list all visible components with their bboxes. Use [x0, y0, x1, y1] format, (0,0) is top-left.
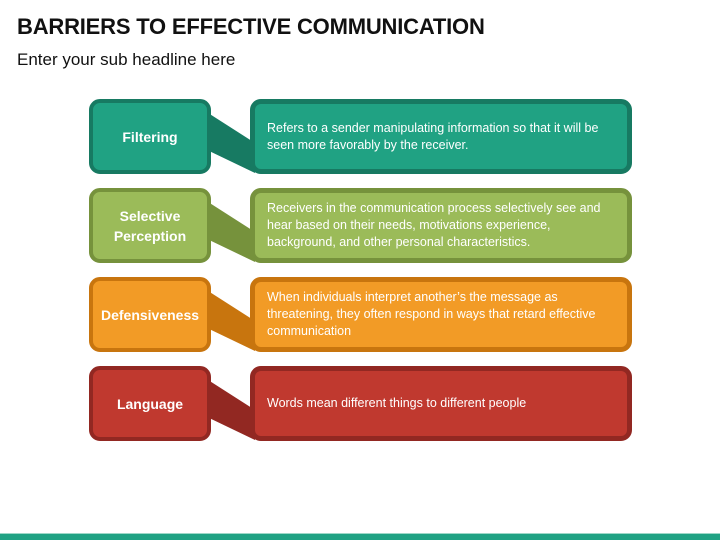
barrier-description: Refers to a sender manipulating informat…: [267, 120, 599, 152]
barrier-description-box: Receivers in the communication process s…: [250, 188, 632, 263]
barrier-row: Filtering Refers to a sender manipulating…: [89, 99, 632, 174]
page-title: BARRIERS TO EFFECTIVE COMMUNICATION: [17, 14, 485, 39]
bottom-accent-bar: [0, 533, 720, 540]
barrier-label-box: Language: [89, 366, 211, 441]
barrier-description: Words mean different things to different…: [267, 396, 527, 410]
connector-arrow: [205, 289, 255, 351]
barrier-description-box: When individuals interpret another’s the…: [250, 277, 632, 352]
barrier-label: Defensiveness: [100, 306, 200, 323]
barrier-row: Language Words mean different things to d…: [89, 366, 632, 441]
barrier-label: Language: [116, 395, 184, 412]
barrier-description: Receivers in the communication process s…: [267, 201, 601, 249]
connector-arrow: [205, 378, 255, 440]
barrier-row: Defensiveness When individuals interpret …: [89, 277, 632, 352]
connector-arrow: [205, 200, 255, 262]
barrier-label: Selective Perception: [113, 207, 187, 244]
barrier-label: Filtering: [122, 128, 178, 145]
barrier-label-box: Defensiveness: [89, 277, 211, 352]
barrier-description-box: Words mean different things to different…: [250, 366, 632, 441]
connector-arrow: [205, 111, 255, 173]
barrier-description-box: Refers to a sender manipulating informat…: [250, 99, 632, 174]
page-subtitle: Enter your sub headline here: [17, 50, 236, 69]
barrier-label-box: Selective Perception: [89, 188, 211, 263]
barrier-label-box: Filtering: [89, 99, 211, 174]
barrier-row: Selective Perception Receivers in the com…: [89, 188, 632, 263]
barrier-description: When individuals interpret another’s the…: [267, 290, 596, 338]
